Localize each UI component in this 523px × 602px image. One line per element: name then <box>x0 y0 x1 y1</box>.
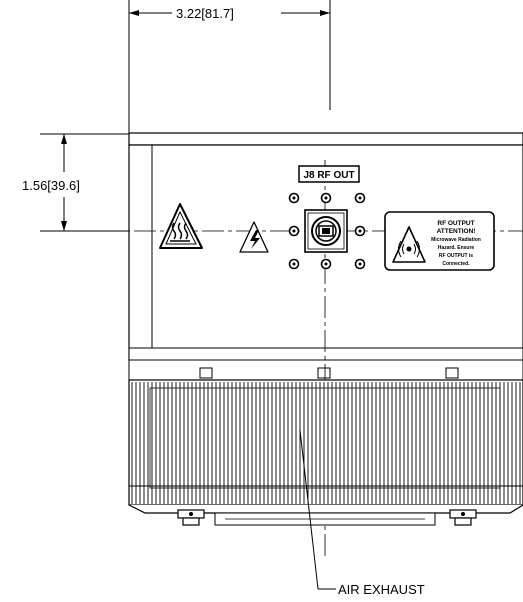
warning-line-2: ATTENTION! <box>437 228 476 235</box>
warning-line-6: Connected. <box>442 261 470 267</box>
right-foot <box>449 509 477 526</box>
width-dimension-label: 3.22[81.7] <box>176 6 234 21</box>
connector-label: J8 RF OUT <box>303 170 354 181</box>
width-dimension: 3.22[81.7] <box>128 0 331 140</box>
warning-line-5: RF OUTPUT is <box>439 253 473 259</box>
height-dimension-label: 1.56[39.6] <box>22 178 80 193</box>
warning-line-3: Microwave Radiation <box>431 237 481 243</box>
warning-line-4: Hazard. Ensure <box>438 245 475 251</box>
grille-slots <box>131 382 521 504</box>
rf-connector <box>288 192 366 270</box>
rf-radiation-warning-icon <box>392 226 426 263</box>
air-exhaust-callout: AIR EXHAUST <box>299 429 425 597</box>
warning-line-1: RF OUTPUT <box>437 220 474 227</box>
air-exhaust-label: AIR EXHAUST <box>338 582 425 597</box>
hot-surface-warning-icon <box>159 203 203 249</box>
electrical-hazard-icon <box>239 221 269 253</box>
exhaust-grille <box>128 379 523 506</box>
height-dimension: 1.56[39.6] <box>22 133 129 232</box>
rf-warning-label: RF OUTPUT ATTENTION! Microwave Radiation… <box>384 211 495 271</box>
base <box>128 504 523 526</box>
left-foot <box>177 509 205 526</box>
mounting-holes <box>288 192 366 270</box>
connector-label-box: J8 RF OUT <box>298 165 360 183</box>
